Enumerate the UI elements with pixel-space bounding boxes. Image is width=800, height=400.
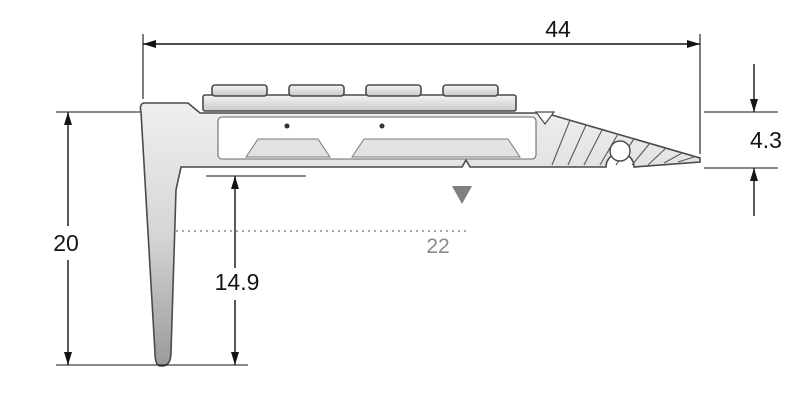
dimension-overall-width: 44: [142, 16, 701, 154]
profile-body: [139, 84, 701, 367]
dimension-annotations: 44 20 14.9 4.3: [53, 16, 782, 366]
arrowhead: [231, 352, 239, 365]
channel-rib-left: [245, 138, 331, 158]
arrowhead: [64, 112, 72, 125]
dimension-reference-width: 22: [176, 230, 466, 258]
insert-rib: [288, 84, 345, 97]
arrowhead: [750, 168, 758, 181]
arrowhead: [231, 176, 239, 189]
arrowhead: [687, 40, 700, 48]
dim-inner-height-label: 14.9: [215, 269, 260, 295]
datum-triangle-marker: [452, 186, 472, 204]
arrowhead: [64, 352, 72, 365]
insert-ribs: [211, 84, 499, 97]
anti-slip-insert-plate: [202, 94, 517, 112]
insert-rib: [442, 84, 499, 97]
insert-edge-notch: [534, 111, 556, 125]
screw-channel-hole: [609, 140, 631, 162]
dimension-inner-height: 14.9: [206, 175, 306, 365]
arrowhead: [750, 99, 758, 112]
insert-rib: [365, 84, 422, 97]
dimension-edge-thickness: 4.3: [704, 64, 782, 216]
channel-rib-right: [351, 138, 521, 158]
insert-rib: [211, 84, 268, 97]
center-mark-dot: [284, 123, 290, 129]
dim-reference-width-label: 22: [426, 235, 449, 258]
dim-overall-width-label: 44: [545, 16, 571, 42]
arrowhead: [143, 40, 156, 48]
dim-edge-thickness-label: 4.3: [750, 127, 782, 153]
dim-overall-height-label: 20: [53, 230, 79, 256]
center-mark-dot: [379, 123, 385, 129]
dimension-overall-height: 20: [53, 111, 248, 366]
